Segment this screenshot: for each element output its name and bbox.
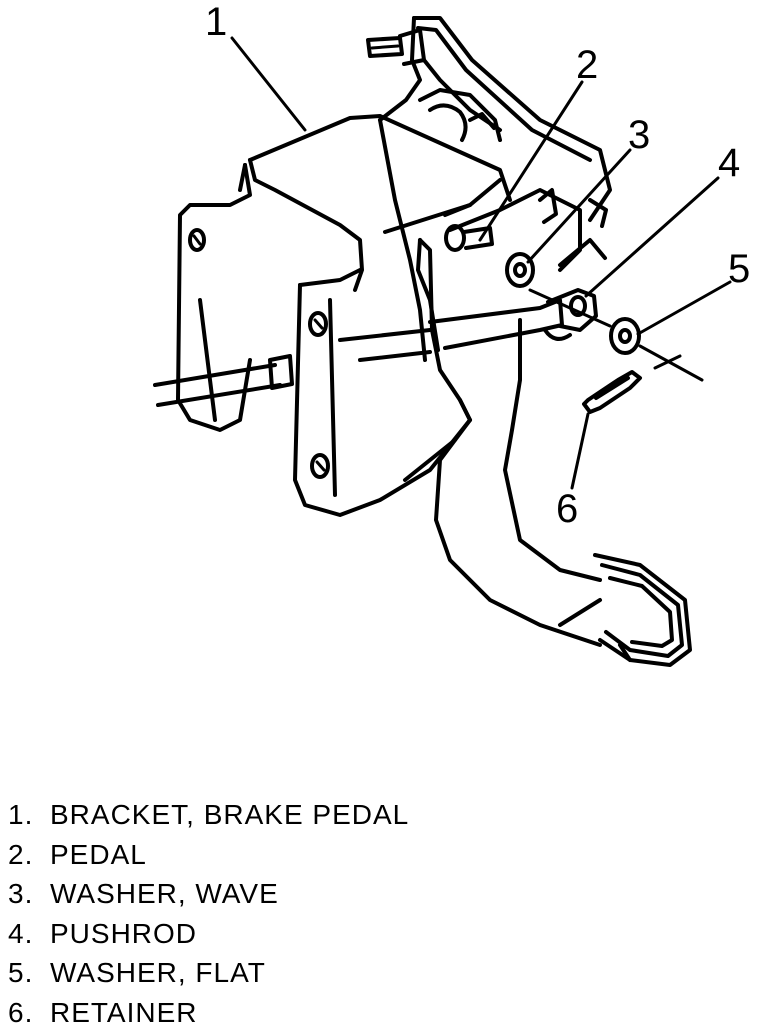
legend-label: PUSHROD	[50, 918, 197, 949]
parts-legend: 1.BRACKET, BRAKE PEDAL 2.PEDAL 3.WASHER,…	[8, 795, 409, 1032]
legend-number: 5.	[8, 953, 50, 993]
legend-number: 4.	[8, 914, 50, 954]
leader-6	[572, 414, 588, 488]
legend-item: 5.WASHER, FLAT	[8, 953, 409, 993]
legend-item: 2.PEDAL	[8, 835, 409, 875]
leader-1	[232, 38, 305, 130]
legend-item: 1.BRACKET, BRAKE PEDAL	[8, 795, 409, 835]
legend-number: 2.	[8, 835, 50, 875]
callout-5: 5	[728, 247, 750, 291]
pedal	[418, 190, 690, 665]
callout-2: 2	[576, 43, 598, 87]
legend-label: WASHER, FLAT	[50, 957, 266, 988]
brake-pedal-bracket	[178, 116, 510, 515]
legend-number: 6.	[8, 993, 50, 1032]
legend-item: 3.WASHER, WAVE	[8, 874, 409, 914]
retainer-clip	[584, 372, 640, 412]
legend-item: 4.PUSHROD	[8, 914, 409, 954]
callout-6: 6	[556, 487, 578, 531]
legend-label: RETAINER	[50, 997, 198, 1028]
legend-label: BRACKET, BRAKE PEDAL	[50, 799, 409, 830]
legend-label: WASHER, WAVE	[50, 878, 279, 909]
legend-item: 6.RETAINER	[8, 993, 409, 1032]
leader-5	[638, 282, 730, 334]
brake-pedal-exploded-diagram: 1 2 3 4 5 6	[0, 0, 768, 760]
legend-label: PEDAL	[50, 839, 147, 870]
callout-1: 1	[205, 0, 227, 44]
leader-2	[480, 82, 582, 240]
pushrod	[155, 290, 596, 405]
flat-washer	[611, 319, 639, 353]
legend-number: 1.	[8, 795, 50, 835]
legend-number: 3.	[8, 874, 50, 914]
callout-4: 4	[718, 141, 740, 185]
callout-3: 3	[628, 113, 650, 157]
